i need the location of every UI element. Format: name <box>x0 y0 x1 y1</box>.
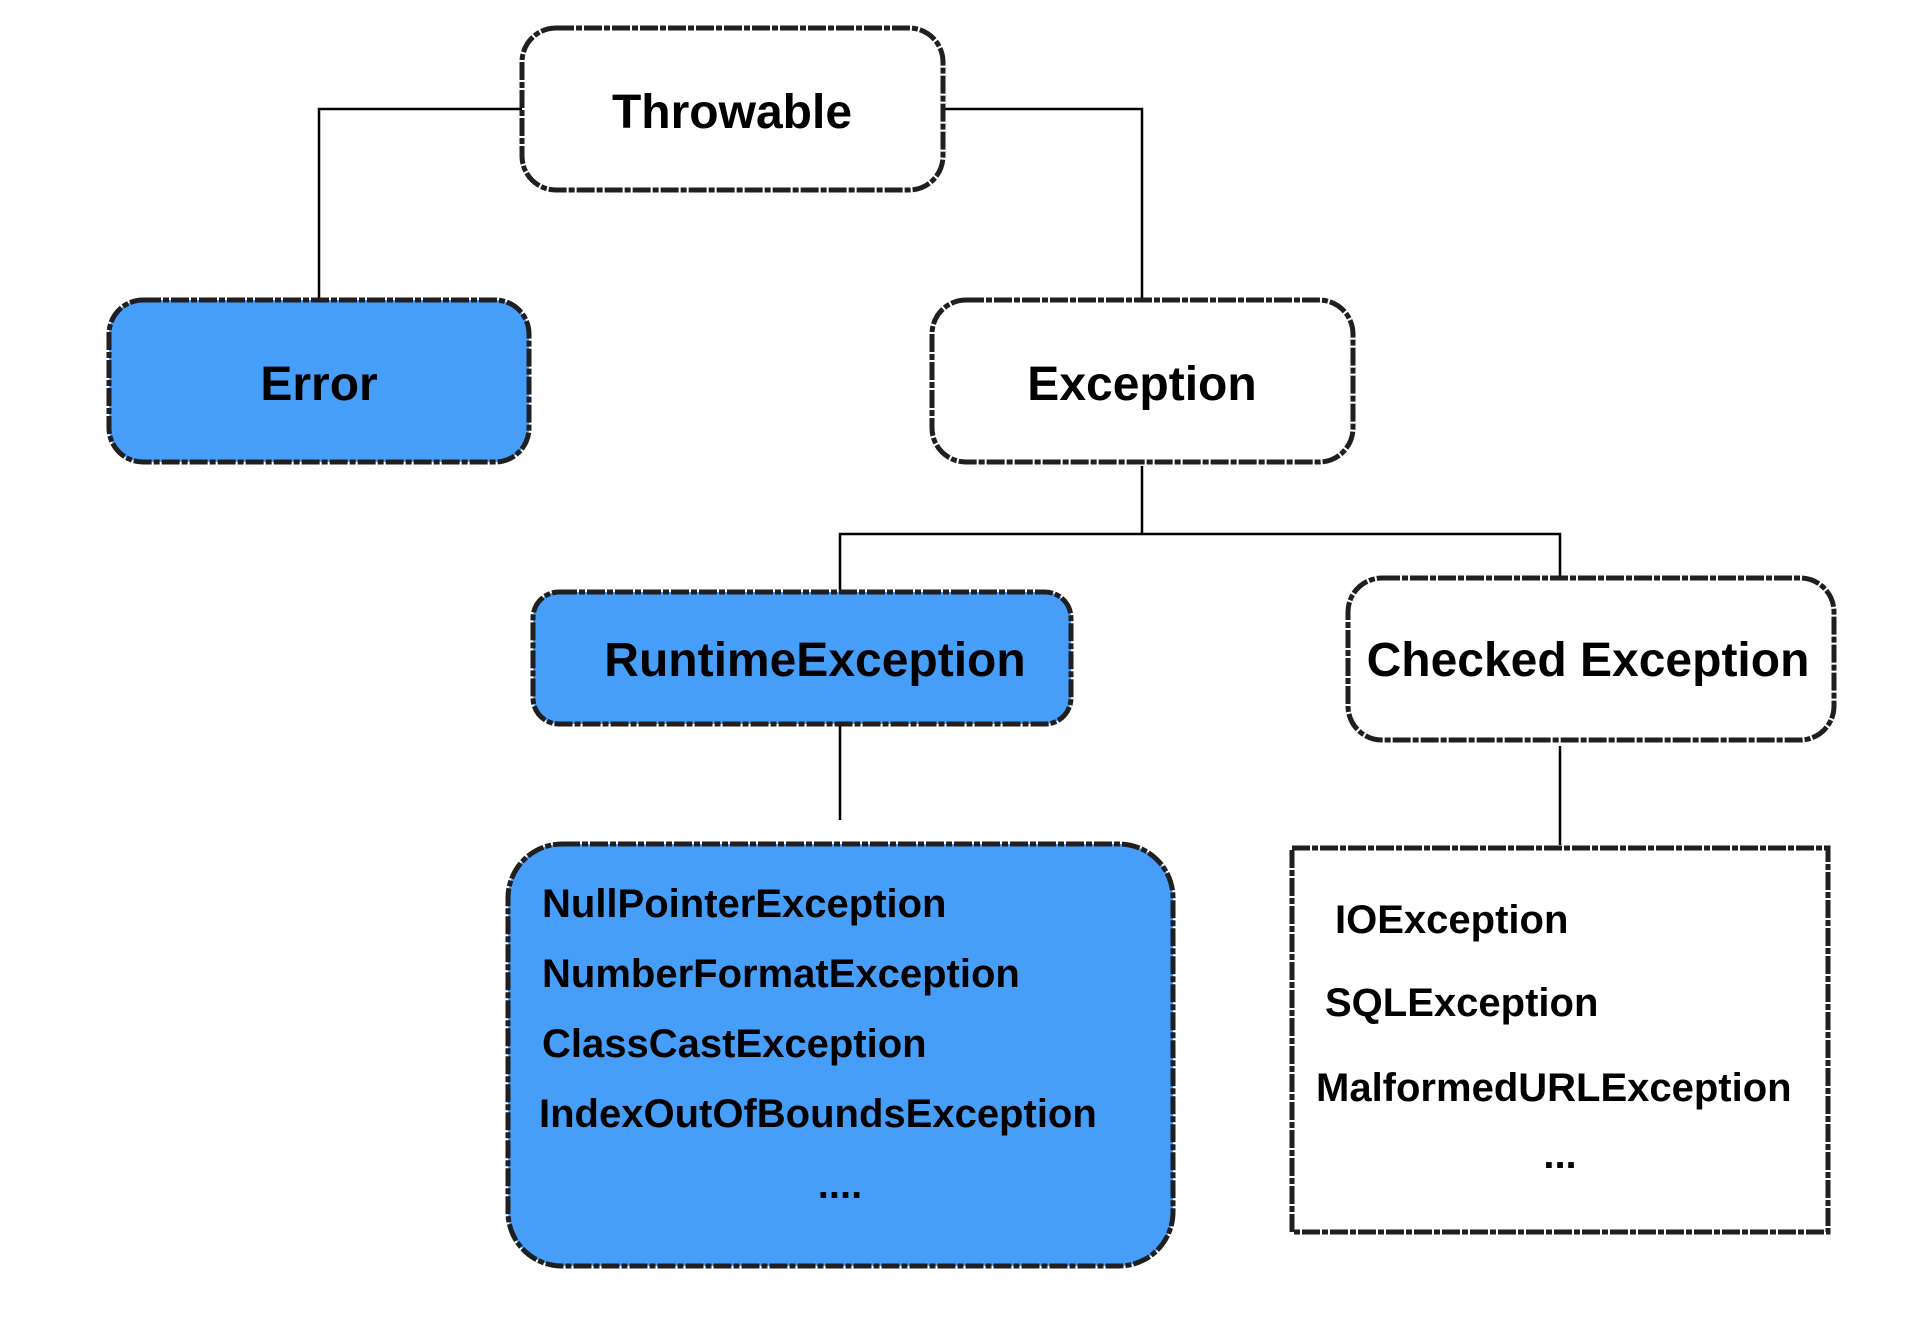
connector-throwable-exception <box>943 107 1144 300</box>
runtime-example-item: ClassCastException <box>542 1022 927 1066</box>
runtime-example-item: NullPointerException <box>542 882 947 926</box>
runtime-exception-node: RuntimeException <box>530 589 1074 727</box>
checked-example-ellipsis: ... <box>1543 1133 1576 1177</box>
runtime-exception-label: RuntimeException <box>604 634 1025 687</box>
checked-example-item: MalformedURLException <box>1316 1066 1792 1110</box>
error-label: Error <box>260 358 377 411</box>
exception-label: Exception <box>1027 358 1256 411</box>
connector-exception-branches <box>838 532 1562 592</box>
exception-node: Exception <box>929 297 1356 465</box>
checked-exception-label: Checked Exception <box>1367 634 1810 687</box>
checked-examples-box: IOException SQLException MalformedURLExc… <box>1289 845 1831 1235</box>
error-node: Error <box>106 297 532 465</box>
checked-exception-node: Checked Exception <box>1345 575 1837 743</box>
throwable-node: Throwable <box>519 25 946 193</box>
connectors <box>317 107 1562 845</box>
checked-example-item: IOException <box>1335 898 1568 942</box>
connector-throwable-error <box>317 107 522 300</box>
checked-example-item: SQLException <box>1325 981 1598 1025</box>
runtime-example-item: NumberFormatException <box>542 952 1020 996</box>
runtime-example-ellipsis: .... <box>818 1163 862 1207</box>
runtime-examples-box: NullPointerException NumberFormatExcepti… <box>505 841 1176 1269</box>
throwable-label: Throwable <box>612 86 852 139</box>
runtime-example-item: IndexOutOfBoundsException <box>539 1092 1097 1136</box>
